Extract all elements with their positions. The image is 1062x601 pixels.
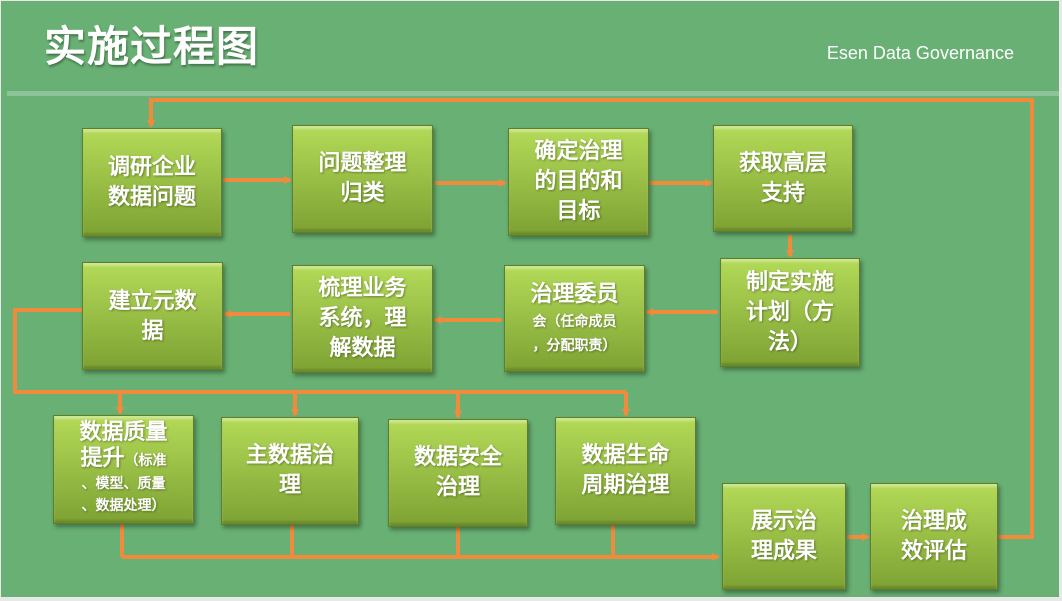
step-text: 效评估 — [900, 538, 967, 564]
page-title: 实施过程图 — [44, 22, 260, 71]
step-implementation-plan: 制定实施计划（方法） — [720, 258, 860, 367]
step-data-quality: 数据质量 提升（标准 、模型、质量 、数据处理） — [53, 415, 194, 524]
step-executive-support: 获取高层支持 — [713, 125, 853, 232]
step-text: 数据生命 — [581, 443, 670, 468]
arrow-merge — [120, 524, 718, 557]
step-text: 建立元数 — [108, 289, 197, 314]
step-text: 归类 — [340, 181, 385, 206]
step-text: 治理委员 — [530, 281, 619, 307]
step-text: 数据问题 — [107, 184, 196, 210]
step-classify-issues: 问题整理归类 — [292, 125, 433, 233]
step-text-line: 提升（标准 — [80, 446, 166, 473]
title-divider — [7, 91, 1059, 96]
step-text: 、数据处理） — [81, 498, 166, 514]
step-text: 计划（方 — [745, 299, 834, 325]
step-text: 据 — [141, 319, 164, 344]
step-text: 数据安全 — [413, 445, 502, 470]
step-text: （标准 — [124, 453, 167, 469]
step-text: 法） — [767, 329, 812, 355]
arrow-loop-back — [147, 98, 1034, 539]
step-text: 数据质量 — [79, 420, 168, 445]
step-text: 理成果 — [750, 538, 817, 564]
step-understand-systems: 梳理业务系统，理解数据 — [292, 265, 433, 373]
step-text: 主数据治 — [245, 443, 334, 468]
step-text: 、模型、质量 — [81, 476, 166, 492]
step-text: ，分配职责） — [532, 337, 617, 354]
arrow-8-branch — [13, 308, 626, 394]
step-data-lifecycle: 数据生命周期治理 — [555, 417, 696, 525]
step-text: 治理成 — [900, 508, 967, 534]
step-governance-committee: 治理委员会（任命成员 ，分配职责） — [504, 265, 645, 372]
step-text: 问题整理 — [318, 151, 407, 176]
step-master-data: 主数据治理 — [221, 417, 359, 525]
step-research-data-issues: 调研企业数据问题 — [82, 128, 222, 237]
step-text: 目标 — [556, 199, 601, 224]
step-text: 获取高层 — [738, 150, 827, 176]
step-text: 周期治理 — [581, 473, 670, 498]
step-evaluate-effect: 治理成效评估 — [870, 483, 998, 590]
step-text: 制定实施 — [745, 269, 834, 295]
step-text: 展示治 — [750, 508, 817, 534]
step-text: 支持 — [760, 180, 805, 206]
step-text: 系统，理 — [318, 306, 407, 331]
step-text: 解数据 — [329, 336, 396, 361]
step-data-security: 数据安全治理 — [388, 419, 528, 527]
step-text: 治理 — [435, 475, 480, 500]
step-define-goals: 确定治理的目的和目标 — [508, 128, 649, 236]
step-text: 调研企业 — [107, 154, 196, 180]
step-show-results: 展示治理成果 — [722, 483, 846, 590]
step-build-metadata: 建立元数据 — [82, 262, 223, 370]
page-subtitle: Esen Data Governance — [826, 43, 1014, 63]
step-text: 会（任命成员 — [532, 313, 617, 330]
step-text: 理 — [278, 473, 301, 498]
step-text: 的目的和 — [534, 169, 623, 194]
step-text: 确定治理 — [534, 139, 623, 164]
step-text: 梳理业务 — [318, 276, 407, 301]
step-text: 提升 — [80, 446, 125, 471]
